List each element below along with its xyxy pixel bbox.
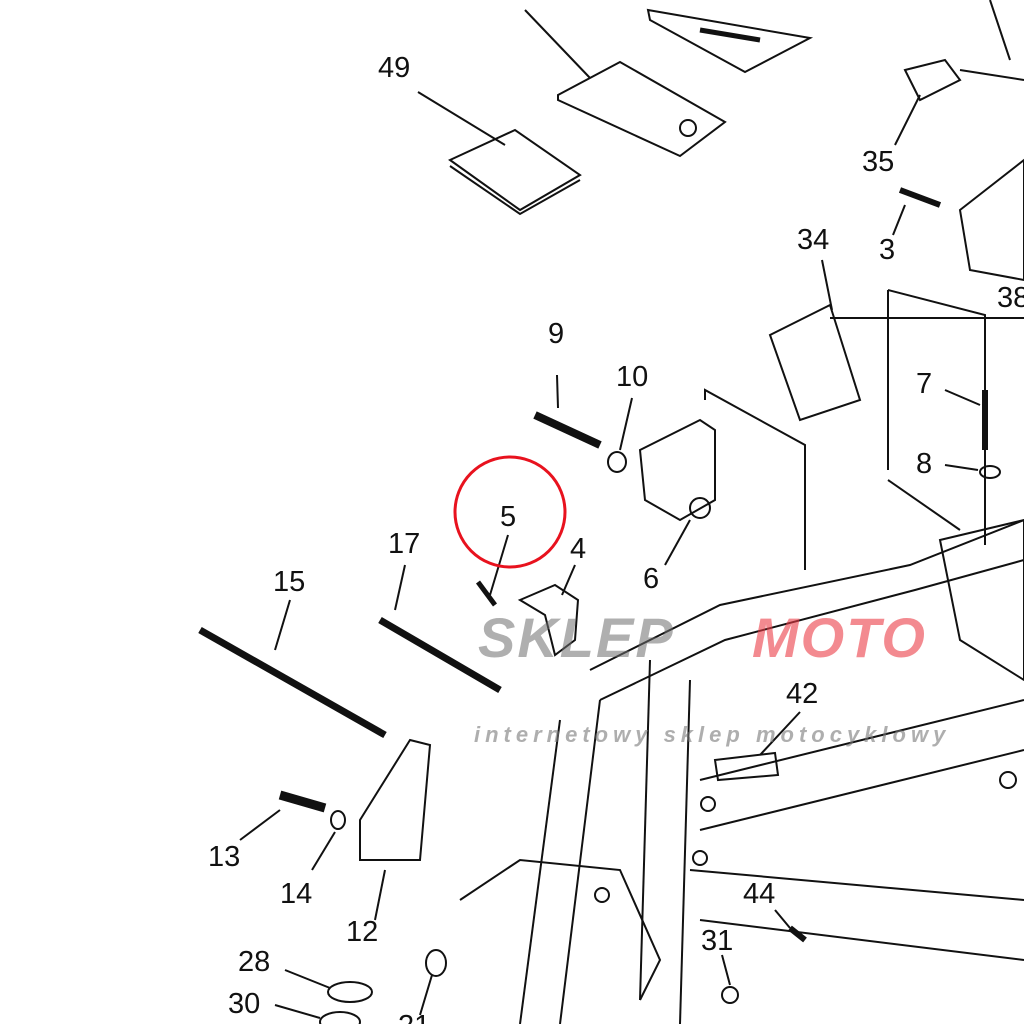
part-6-bracket [638,418,716,522]
label-17: 17 [388,528,421,560]
label-49: 49 [378,52,411,84]
label-9: 9 [548,318,565,350]
frame [459,518,1024,1024]
part-44 [788,925,807,943]
label-35: 35 [862,146,895,178]
part-15-bolt [198,626,387,739]
part-3-bolt [898,187,942,208]
label-4: 4 [570,533,587,565]
part-5-bolt [475,580,498,607]
part-10-collar [607,451,627,473]
label-21: 21 [398,1012,430,1024]
label-7: 7 [916,368,933,400]
label-31: 31 [701,925,734,957]
label-14: 14 [280,878,313,910]
label-28: 28 [238,946,271,978]
part-49-pad [448,128,582,216]
label-30: 30 [228,988,261,1020]
watermark-tagline: internetowy sklep motocyklowy [474,722,951,747]
part-8-washer [979,465,1001,479]
label-38: 38 [997,282,1024,314]
part-14-washer [330,810,346,830]
label-15: 15 [273,566,306,598]
part-4-bracket [517,583,580,657]
label-5: 5 [500,501,517,533]
part-34 [768,303,862,422]
manual-part [646,8,814,74]
part-35 [903,58,962,102]
label-34: 34 [797,224,830,256]
label-8: 8 [916,448,933,480]
label-3: 3 [879,234,896,266]
watermark-brand-red: MOTO [752,606,927,669]
label-10: 10 [616,361,649,393]
label-13: 13 [208,841,241,873]
label-44: 44 [743,878,776,910]
label-6: 6 [643,563,660,595]
label-42: 42 [786,678,819,710]
part-21 [425,949,447,977]
watermark-brand-gray: SKLEP [478,606,675,669]
part-31 [721,986,739,1004]
part-17-bolt [378,616,502,694]
label-12: 12 [346,916,379,948]
part-12-bracket [359,738,432,861]
bracket-part [958,158,1024,282]
part-28-washer [327,981,373,1003]
highlight-circle [453,455,567,569]
part-30 [319,1011,361,1024]
part-42 [713,751,780,782]
part-13-bolt [278,790,327,813]
part-47-pouch [557,60,727,158]
part-9-bolt [533,411,602,449]
